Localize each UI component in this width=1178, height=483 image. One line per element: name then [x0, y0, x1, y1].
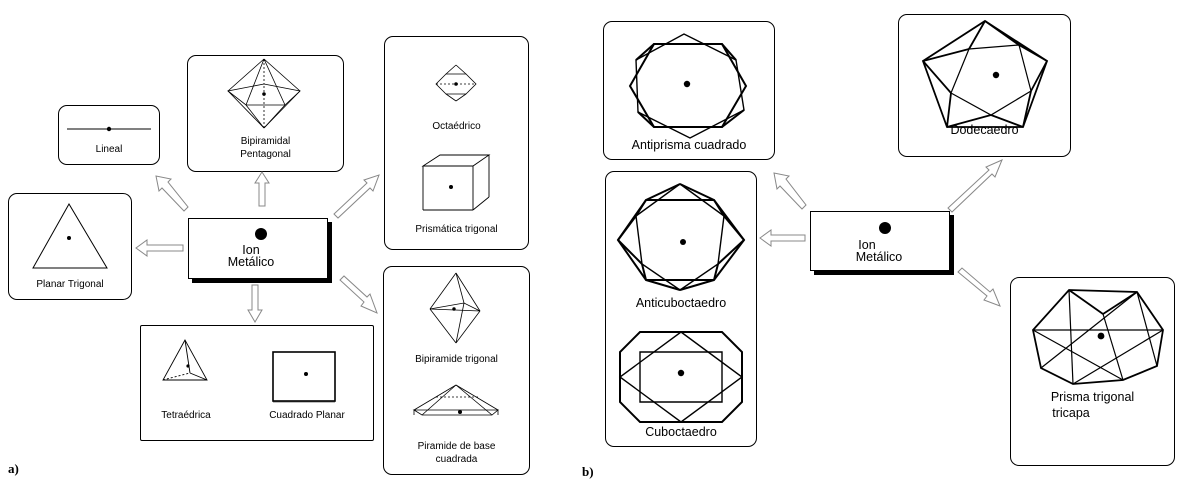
- ion-label-a-1: Ion: [242, 243, 260, 257]
- piramide-base-label-2: cuadrada: [435, 454, 478, 465]
- ion-label-b-2: Metálico: [855, 250, 903, 264]
- square-antiprism-shape: [628, 33, 748, 139]
- tetraedrica-cuadrado-box: Tetraédrica Cuadrado Planar: [140, 325, 374, 441]
- square-planar-shape: [272, 351, 336, 403]
- arrow-upright-b: [947, 159, 1003, 213]
- bipiramide-trigonal-label: Bipiramide trigonal: [415, 354, 498, 365]
- prisma-trigonal-label-2: tricapa: [1052, 406, 1090, 420]
- antiprisma-cuadrado-label: Antiprisma cuadrado: [631, 138, 747, 152]
- dodecaedro-label: Dodecaedro: [950, 123, 1019, 137]
- octaedrico-label: Octaédrico: [432, 121, 481, 132]
- arrow-up-a: [254, 171, 270, 207]
- ion-metalico-center-a: Ion Metálico: [188, 218, 328, 279]
- octahedron-shape: [435, 64, 477, 102]
- bipiramide-piramide-box: Bipiramide trigonal Piramide de base cua…: [383, 266, 530, 475]
- metal-ion-dot: [255, 228, 267, 240]
- square-pyramid-shape: [412, 384, 500, 416]
- bipiramidal-pentagonal-label-2: Pentagonal: [240, 149, 291, 160]
- planar-trigonal-box: Planar Trigonal: [8, 193, 132, 300]
- cuboctahedron-shape: [618, 331, 744, 423]
- lineal-box: Lineal: [58, 105, 160, 165]
- tetrahedron-shape: [162, 339, 208, 381]
- arrow-left-b: [759, 229, 806, 247]
- cuboctaedro-label: Cuboctaedro: [645, 425, 717, 439]
- tetraedrica-label: Tetraédrica: [161, 410, 211, 421]
- panel-b-label: b): [582, 464, 594, 479]
- tricapped-trigonal-prism-shape: [1032, 289, 1164, 385]
- metal-ion-dot-b: [879, 222, 891, 234]
- ion-label-b-1: Ion: [858, 238, 876, 252]
- arrow-left-a: [135, 239, 184, 257]
- planar-trigonal-label: Planar Trigonal: [36, 279, 104, 290]
- bipiramidal-pentagonal-box: Bipiramidal Pentagonal: [187, 55, 344, 172]
- trigonal-prism-shape: [421, 154, 491, 211]
- piramide-base-label-1: Piramide de base: [417, 441, 496, 452]
- ion-metalico-center-b: Ion Metálico: [810, 211, 950, 271]
- arrow-downright-b: [957, 267, 1001, 307]
- lineal-shape: [67, 126, 151, 132]
- pentagonal-bipyramid-shape: [227, 58, 301, 129]
- ion-label-a-2: Metálico: [227, 255, 275, 269]
- lineal-label: Lineal: [95, 144, 123, 155]
- panel-a-label: a): [8, 461, 19, 476]
- anticuboctaedro-cuboctaedro-box: Anticuboctaedro Cuboctaedro: [605, 171, 757, 447]
- dodecaedro-box: Dodecaedro: [898, 14, 1071, 157]
- antiprisma-cuadrado-box: Antiprisma cuadrado: [603, 21, 775, 160]
- prisma-trigonal-label-1: Prisma trigonal: [1050, 390, 1135, 404]
- bipiramidal-pentagonal-label-1: Bipiramidal: [240, 136, 291, 147]
- prismatica-trigonal-label: Prismática trigonal: [415, 224, 498, 235]
- arrow-upright-a: [333, 174, 380, 219]
- anticuboctahedron-shape: [616, 183, 746, 291]
- cuadrado-planar-label: Cuadrado Planar: [269, 410, 345, 421]
- anticuboctaedro-label: Anticuboctaedro: [635, 296, 727, 310]
- arrow-downright-a: [339, 275, 378, 314]
- planar-trigonal-shape: [32, 203, 108, 269]
- octaedrico-prismatica-box: Octaédrico Prismática trigonal: [384, 36, 529, 250]
- dodecahedron-shape: [921, 19, 1049, 128]
- arrow-down-a: [247, 284, 263, 323]
- prisma-trigonal-tricapa-box: Prisma trigonal tricapa: [1010, 277, 1175, 466]
- arrow-upleft-b: [773, 172, 807, 210]
- arrow-upleft-a: [155, 175, 189, 212]
- trigonal-bipyramid-shape: [429, 272, 481, 344]
